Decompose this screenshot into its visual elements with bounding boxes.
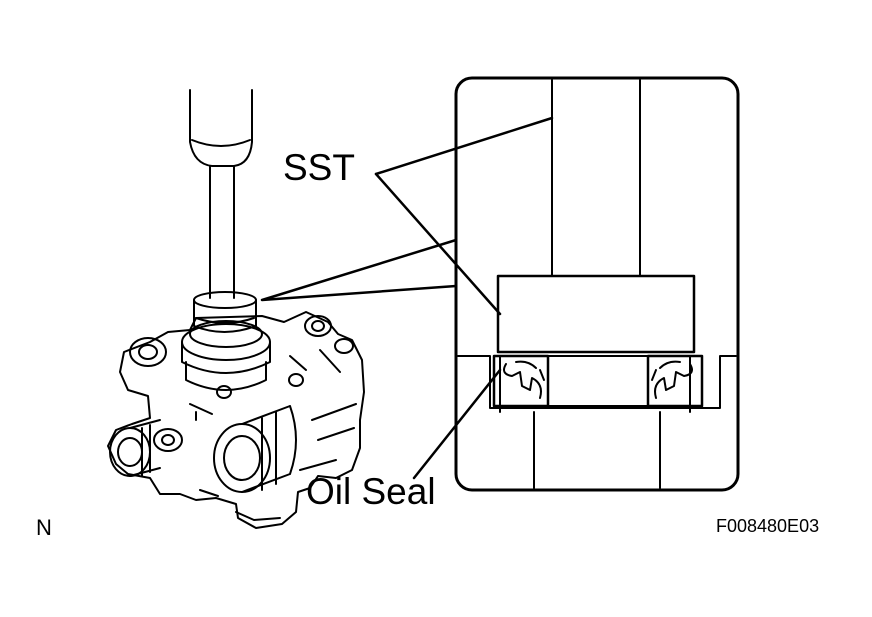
sst-leader-lower: [374, 172, 502, 316]
sst-driver-head: [193, 299, 257, 333]
seal-housing-wall: [181, 341, 271, 374]
mount-boss: [304, 315, 332, 337]
seal-housing-step: [185, 361, 267, 391]
mount-boss: [129, 337, 167, 367]
stud-center: [161, 434, 175, 446]
housing-bore: [499, 355, 691, 489]
oil-seal-leader: [412, 368, 502, 480]
corner-mark: N: [36, 515, 52, 540]
mount-boss: [334, 338, 354, 354]
mount-hole: [288, 373, 304, 387]
oil-seal-right: [646, 354, 704, 408]
cross-section-inset: [454, 76, 740, 492]
port-left-bore: [117, 437, 143, 467]
stud: [153, 428, 183, 452]
sst-driver-top: [193, 291, 257, 309]
port-left: [109, 427, 151, 477]
pump-assembly: [107, 89, 365, 529]
mount-hole: [138, 344, 158, 360]
sst-section-shaft: [551, 79, 641, 277]
port-front-thread: [241, 405, 297, 493]
sst-shaft: [209, 165, 235, 299]
sst-handle-ring: [191, 139, 251, 147]
mount-hole: [311, 320, 325, 332]
inset-frame: [454, 76, 740, 492]
mount-hole: [216, 385, 232, 399]
shaft-section: [547, 355, 649, 407]
oil-seal-label: Oil Seal: [306, 471, 436, 512]
sst-section-driver: [496, 274, 696, 354]
oil-seal-left: [492, 354, 550, 408]
seal-housing-inner: [189, 320, 263, 348]
body-details: [189, 349, 357, 521]
figure-code: F008480E03: [716, 516, 820, 536]
housing-shoulder: [457, 355, 737, 409]
seal-housing: [181, 323, 271, 361]
sst-label: SST: [283, 147, 355, 188]
port-left-thread: [129, 419, 161, 477]
callout-wedge: [260, 238, 458, 302]
sst-leader-upper: [374, 116, 554, 176]
port-front-bore: [223, 435, 261, 481]
leader-lines: [260, 116, 554, 480]
sst-driver-lip: [195, 317, 255, 324]
sst-handle: [189, 89, 253, 167]
